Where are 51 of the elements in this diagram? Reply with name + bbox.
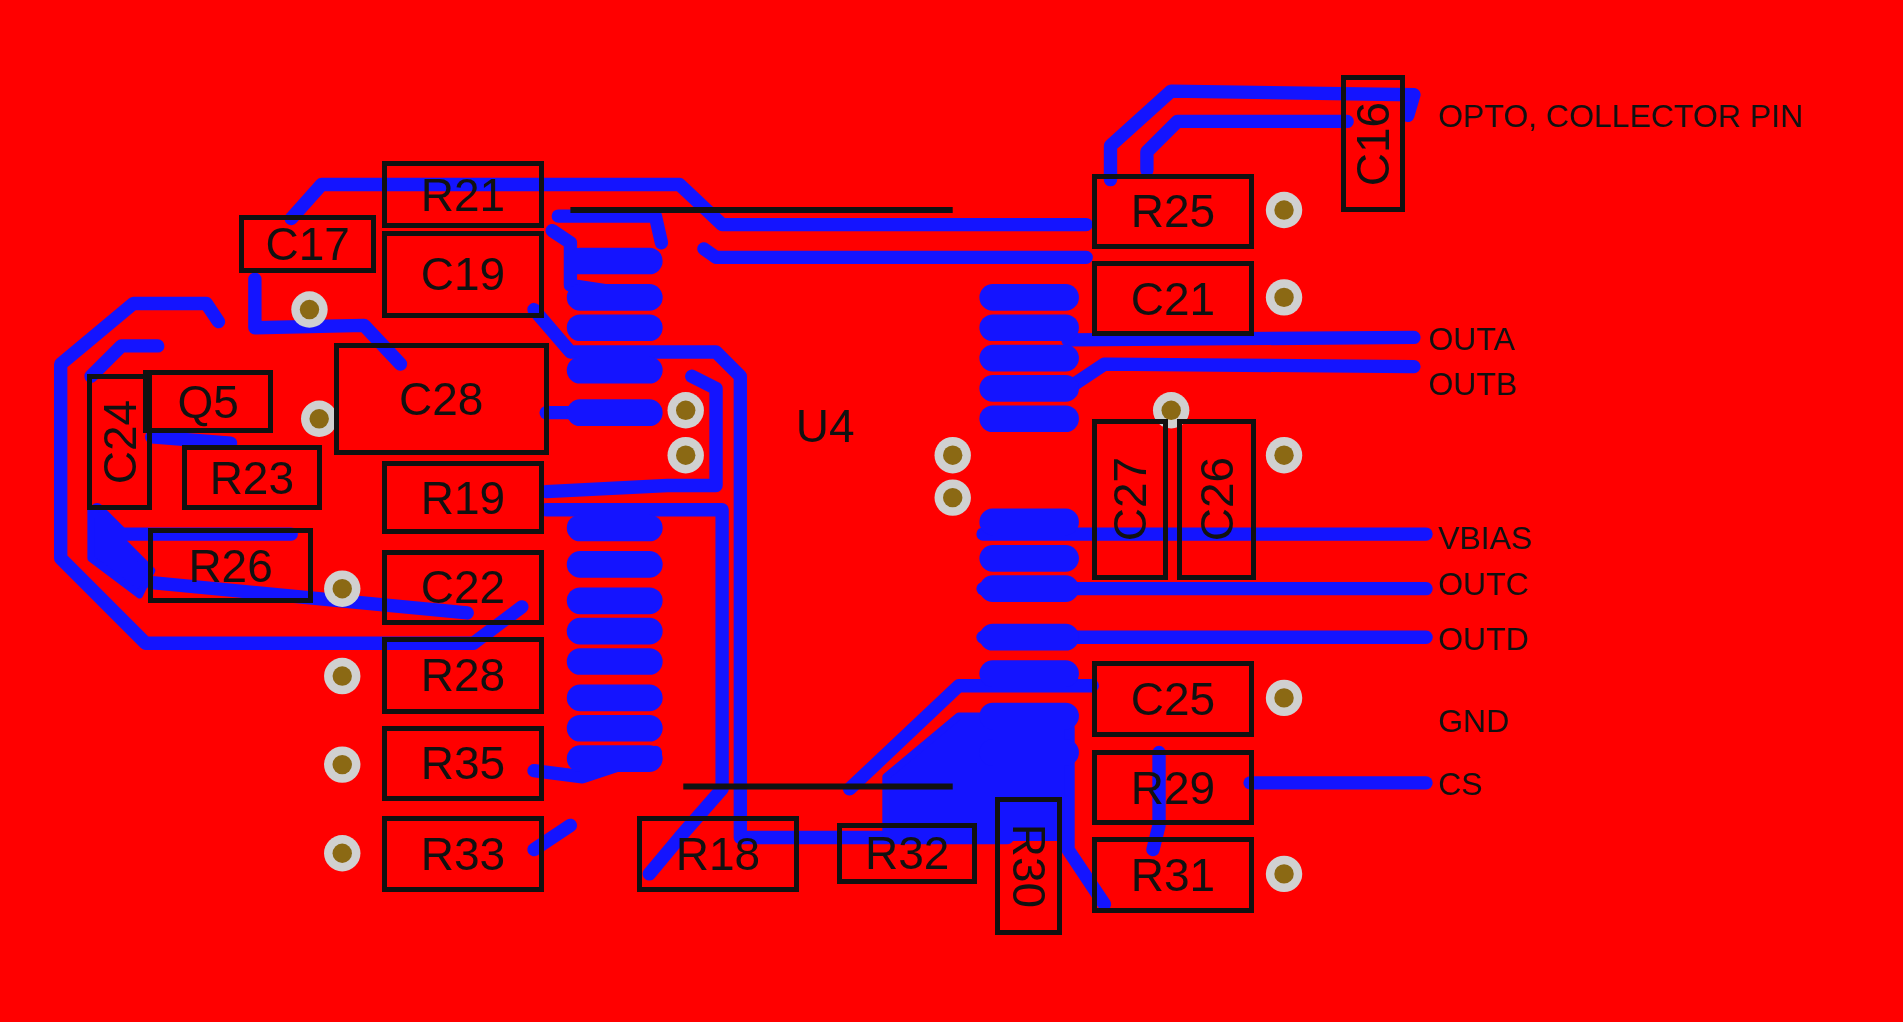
component-outline — [1092, 837, 1254, 913]
component-outline — [239, 214, 377, 274]
reference-designator: C25 — [1130, 676, 1216, 723]
component-outline — [995, 797, 1062, 935]
component-outline — [1092, 173, 1254, 249]
reference-designator: U4 — [795, 402, 855, 449]
reference-designator: C27 — [1106, 457, 1153, 542]
reference-designator: R31 — [1130, 852, 1216, 898]
reference-designator: C26 — [1193, 457, 1240, 542]
reference-designator: R28 — [420, 652, 506, 699]
net-label: OPTO, COLLECTOR PIN — [1438, 99, 1804, 132]
component-outline — [382, 549, 544, 625]
component-outline — [1177, 418, 1257, 581]
component-outline — [87, 373, 152, 510]
component-outline — [637, 815, 799, 892]
net-label: OUTA — [1428, 322, 1515, 355]
reference-designator: C28 — [398, 376, 484, 423]
reference-designator: R35 — [420, 740, 506, 787]
reference-designator: C24 — [96, 399, 143, 484]
net-label: GND — [1438, 705, 1510, 738]
component-outline — [382, 637, 544, 714]
component-outline — [1092, 260, 1254, 337]
reference-designator: R33 — [420, 830, 506, 877]
component-outline — [382, 461, 544, 534]
reference-designator: R19 — [420, 474, 506, 521]
net-label: OUTC — [1438, 568, 1529, 600]
component-outline — [148, 527, 314, 604]
reference-designator: R23 — [209, 454, 294, 501]
component-outline — [382, 815, 544, 892]
reference-designator: R25 — [1130, 188, 1216, 235]
component-outline — [333, 343, 549, 456]
component-outline — [182, 445, 322, 510]
reference-designator: R18 — [675, 830, 761, 877]
reference-designator: R26 — [188, 542, 273, 589]
component-outline — [1341, 75, 1406, 213]
component-outline — [382, 230, 544, 318]
net-label: VBIAS — [1438, 521, 1533, 554]
reference-designator: C19 — [420, 251, 506, 298]
component-outline — [1092, 418, 1168, 581]
net-label: OUTD — [1438, 622, 1529, 655]
net-label: OUTB — [1428, 367, 1518, 400]
reference-designator: C22 — [420, 564, 506, 611]
reference-designator: C17 — [265, 220, 350, 267]
component-outline — [382, 725, 544, 801]
component-outline — [143, 370, 274, 434]
net-label: CS — [1438, 768, 1483, 801]
component-outline — [1092, 661, 1254, 737]
reference-designator: C21 — [1130, 275, 1216, 322]
reference-designator: Q5 — [177, 378, 239, 425]
reference-designator: R30 — [1005, 823, 1052, 909]
reference-designator: C16 — [1350, 101, 1397, 186]
